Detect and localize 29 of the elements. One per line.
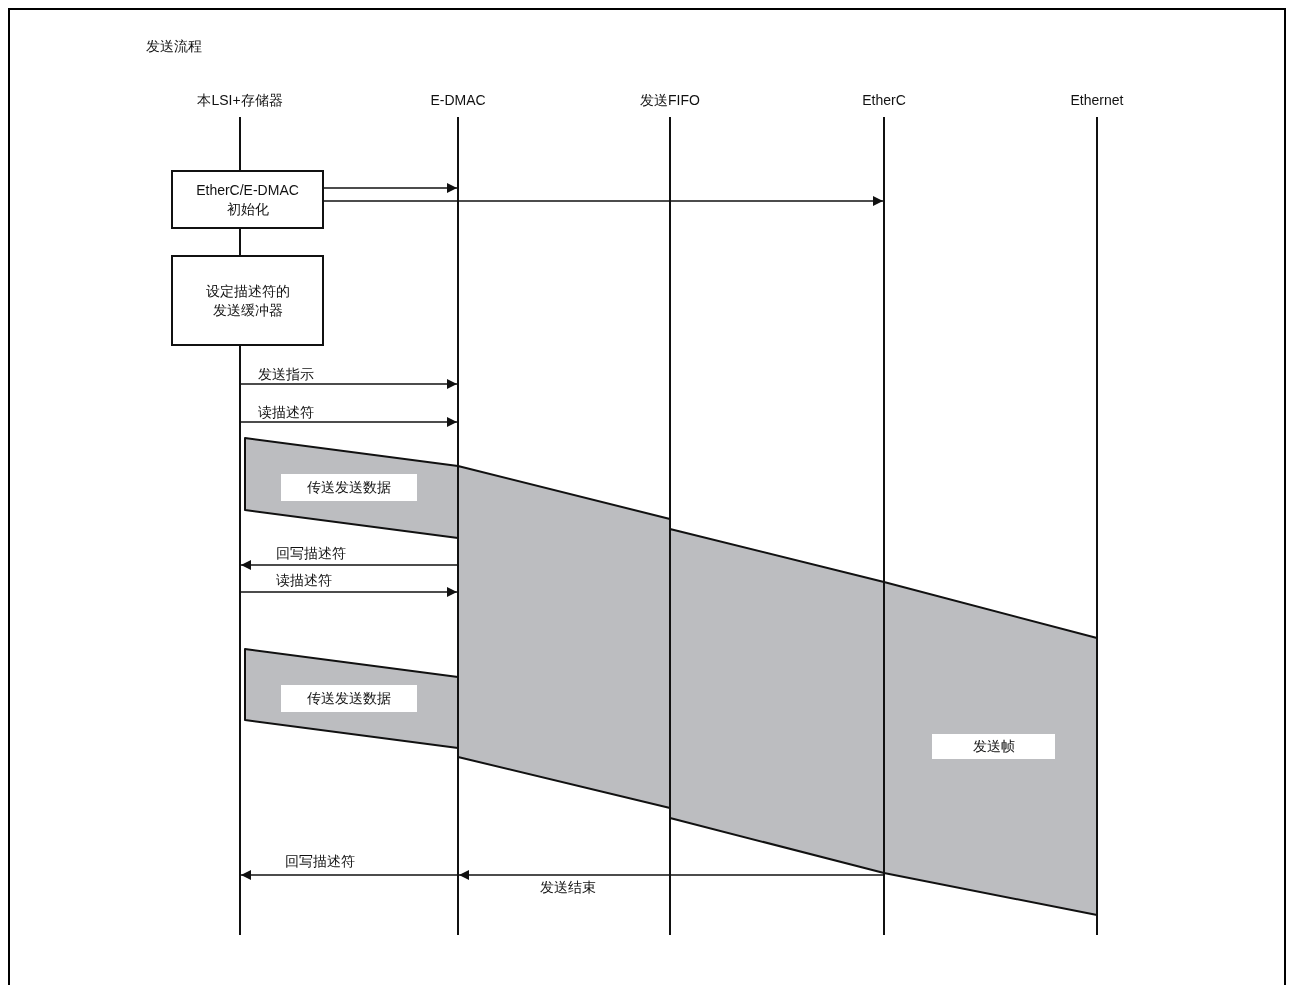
arrow: [240, 560, 458, 570]
process-box: EtherC/E-DMAC 初始化: [171, 170, 324, 229]
arrow: [240, 417, 458, 427]
lifeline: [457, 117, 459, 935]
diagram-title: 发送流程: [146, 38, 202, 56]
lifeline: [669, 117, 671, 935]
edge-label: 回写描述符: [285, 853, 355, 871]
arrow: [458, 870, 884, 880]
arrow: [323, 196, 884, 206]
edge-label: 发送指示: [258, 366, 314, 384]
process-box: 设定描述符的发送缓冲器: [171, 255, 324, 346]
edge-label: 回写描述符: [276, 545, 346, 563]
band-label: 传送发送数据: [281, 474, 417, 501]
band-label: 传送发送数据: [281, 685, 417, 712]
edge-label: 读描述符: [276, 572, 332, 590]
lifeline-header: Ethernet: [1070, 92, 1124, 108]
arrow: [240, 379, 458, 389]
lifeline: [883, 117, 885, 935]
lifeline: [1096, 117, 1098, 935]
lifeline-header: E-DMAC: [430, 92, 486, 108]
arrow: [240, 587, 458, 597]
arrow: [240, 870, 458, 880]
arrow: [323, 183, 458, 193]
edge-label: 读描述符: [258, 404, 314, 422]
band-label: 发送帧: [932, 734, 1055, 759]
lifeline-header: 本LSI+存储器: [197, 92, 283, 110]
lifeline-header: EtherC: [862, 92, 906, 108]
edge-label: 发送结束: [540, 879, 596, 897]
lifeline-header: 发送FIFO: [640, 92, 700, 110]
